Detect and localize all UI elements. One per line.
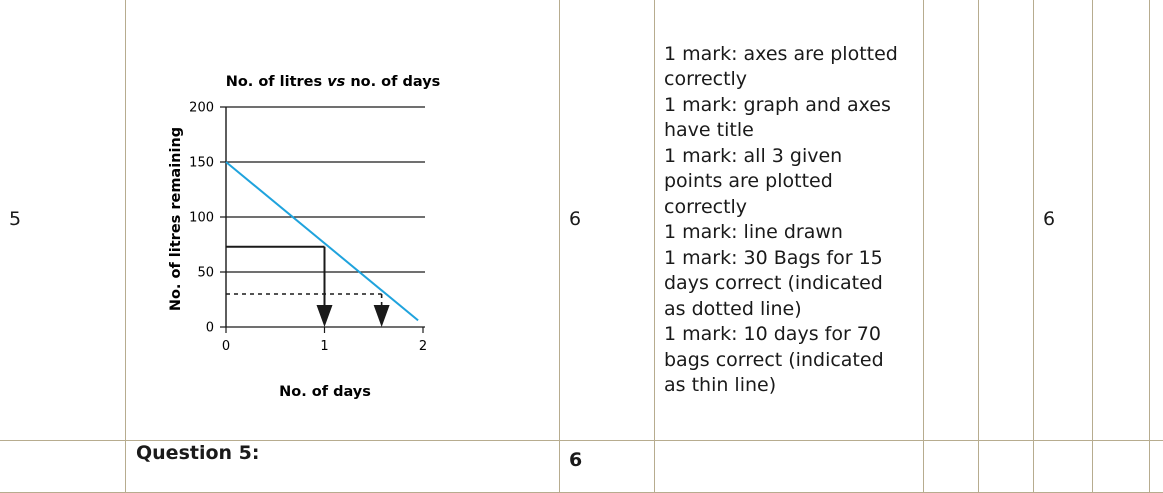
line-chart: No. of litres vs no. of days 20015010050…	[126, 0, 559, 440]
criteria-line: as thin line)	[664, 373, 914, 399]
x-tick-labels: 0 1 2	[222, 339, 427, 354]
y-tick-label: 100	[189, 211, 214, 226]
x-tick-label: 1	[320, 339, 328, 354]
criteria-line: bags correct (indicated	[664, 348, 914, 374]
marks-available: 6	[560, 0, 655, 441]
x-tick-label: 0	[222, 339, 230, 354]
empty-cell	[979, 0, 1034, 441]
y-tick-label: 200	[189, 101, 214, 116]
criteria-line: 1 mark: graph and axes	[664, 93, 914, 119]
empty-cell	[1093, 0, 1150, 441]
criteria-line: correctly	[664, 67, 914, 93]
series-line	[226, 162, 418, 320]
criteria-line: as dotted line)	[664, 297, 914, 323]
annotation-arrowhead	[374, 305, 390, 327]
criteria-line: 1 mark: line drawn	[664, 220, 914, 246]
y-tick-label: 50	[197, 266, 214, 281]
criteria-line: days correct (indicated	[664, 271, 914, 297]
x-tick-label: 2	[419, 339, 427, 354]
chart-title: No. of litres vs no. of days	[226, 74, 441, 90]
grid-lines	[220, 107, 425, 333]
criteria-line: correctly	[664, 195, 914, 221]
empty-cell	[1150, 0, 1163, 441]
y-axis-label: No. of litres remaining	[168, 127, 184, 311]
criteria-line: have title	[664, 118, 914, 144]
annotation-arrowhead	[317, 305, 333, 327]
annotations	[226, 247, 390, 327]
marking-criteria: 1 mark: axes are plotted correctly 1 mar…	[655, 0, 924, 441]
criteria-line: 1 mark: all 3 given	[664, 144, 914, 170]
y-tick-label: 150	[189, 156, 214, 171]
y-tick-label: 0	[206, 321, 214, 336]
criteria-line: 1 mark: 30 Bags for 15	[664, 246, 914, 272]
criteria-line: 1 mark: axes are plotted	[664, 42, 914, 68]
criteria-line: 1 mark: 10 days for 70	[664, 322, 914, 348]
x-axis-label: No. of days	[279, 384, 371, 400]
question-number: 5	[0, 0, 126, 441]
series	[226, 162, 418, 320]
score-cell: 6	[1034, 0, 1093, 441]
y-tick-labels: 200 150 100 50 0	[189, 101, 214, 336]
criteria-line: points are plotted	[664, 169, 914, 195]
empty-cell	[924, 0, 979, 441]
